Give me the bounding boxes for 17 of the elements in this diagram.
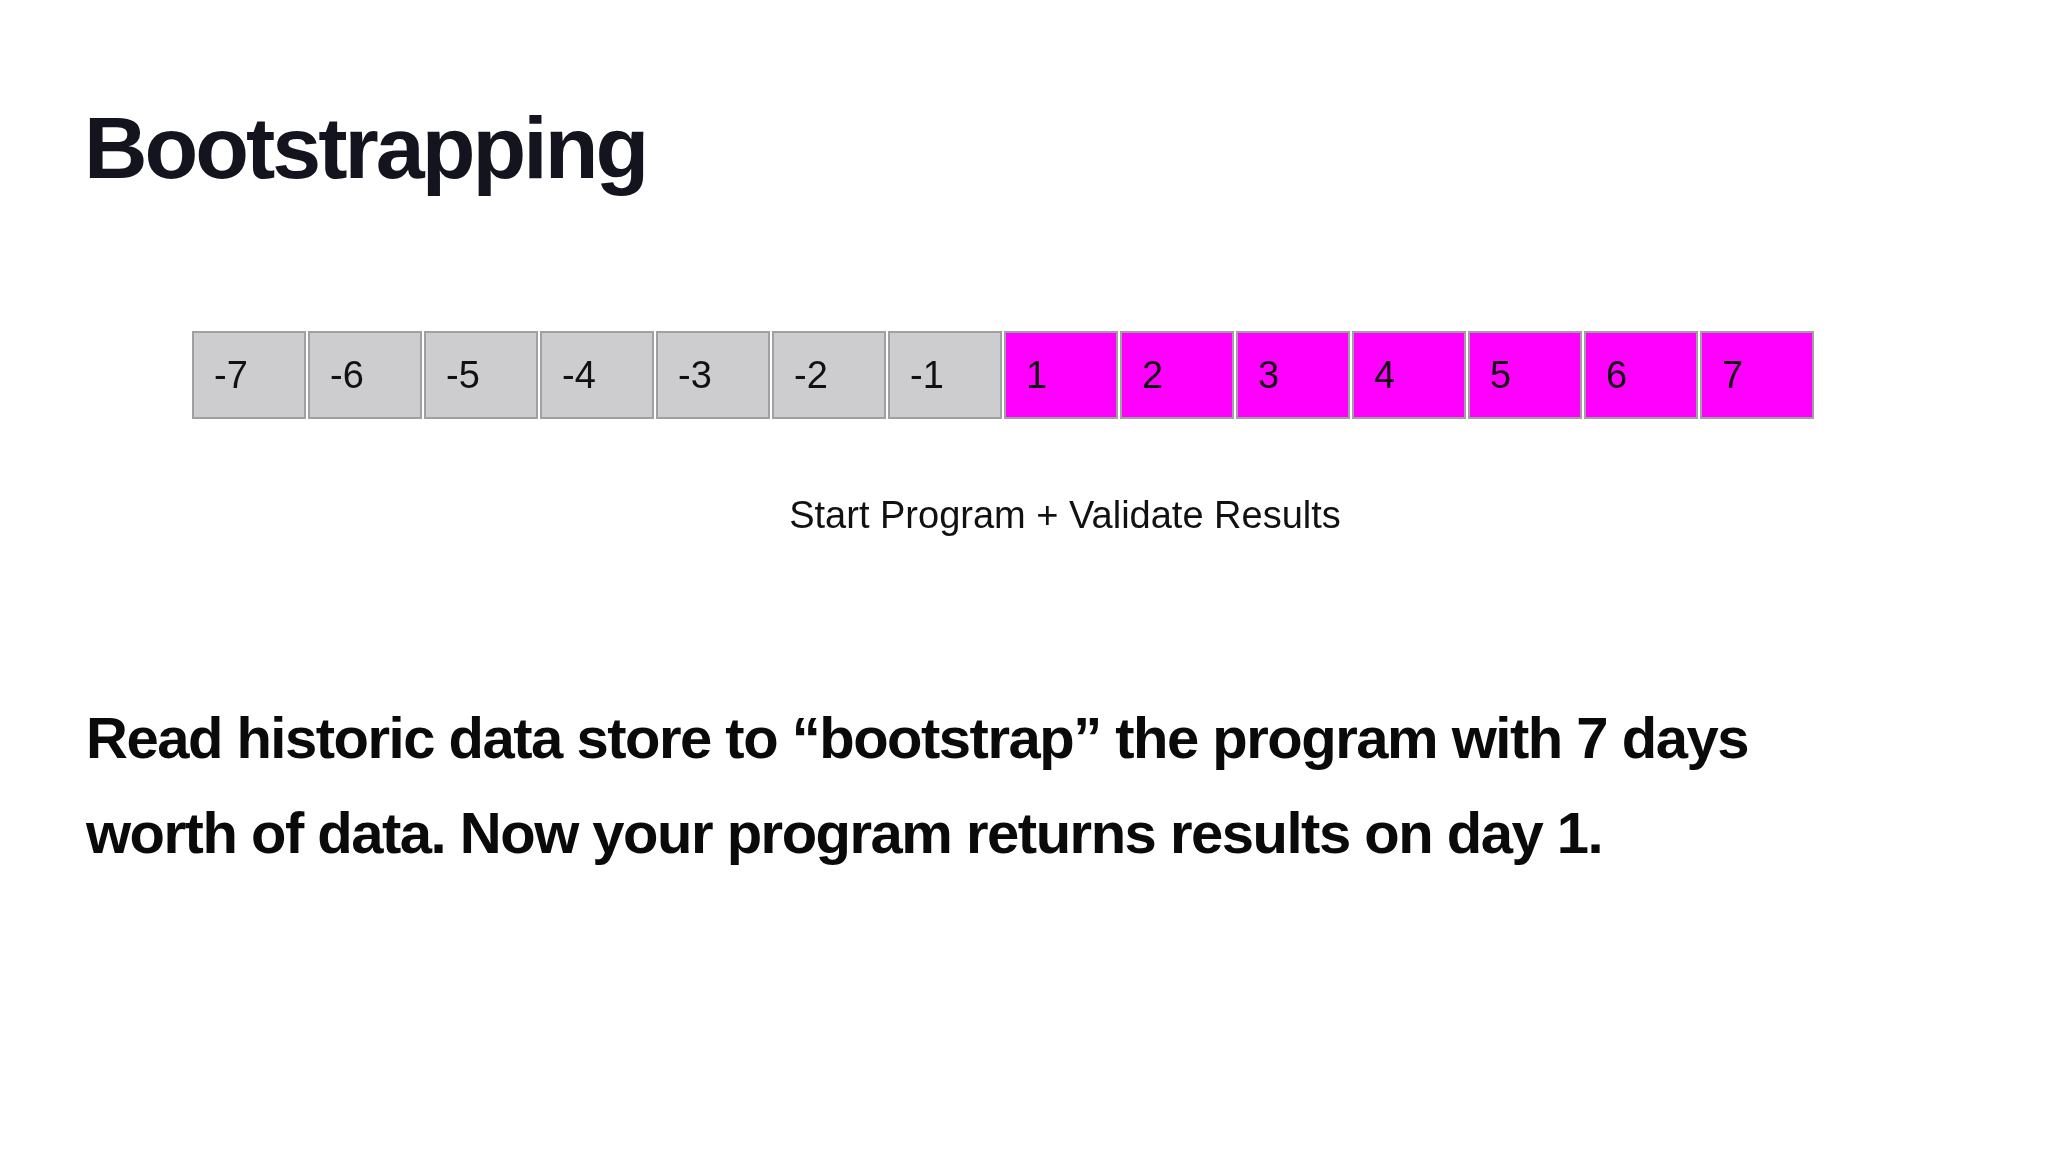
day-cell: 2 <box>1120 331 1234 419</box>
day-cell: 3 <box>1236 331 1350 419</box>
body-text: Read historic data store to “bootstrap” the program with 7 days worth of data. Now your program returns results on day 1. <box>86 704 1749 867</box>
day-cell: -3 <box>656 331 770 419</box>
slide-title: Bootstrapping <box>84 100 647 197</box>
timeline-caption: Start Program + Validate Results <box>788 494 1342 537</box>
day-cell: -2 <box>772 331 886 419</box>
day-cell: -4 <box>540 331 654 419</box>
day-cell: -6 <box>308 331 422 419</box>
day-cell: 7 <box>1700 331 1814 419</box>
day-cell: 5 <box>1468 331 1582 419</box>
day-cell: 1 <box>1004 331 1118 419</box>
day-cell: -5 <box>424 331 538 419</box>
day-cell: -7 <box>192 331 306 419</box>
day-cell: 6 <box>1584 331 1698 419</box>
day-cell: 4 <box>1352 331 1466 419</box>
day-cell: -1 <box>888 331 1002 419</box>
